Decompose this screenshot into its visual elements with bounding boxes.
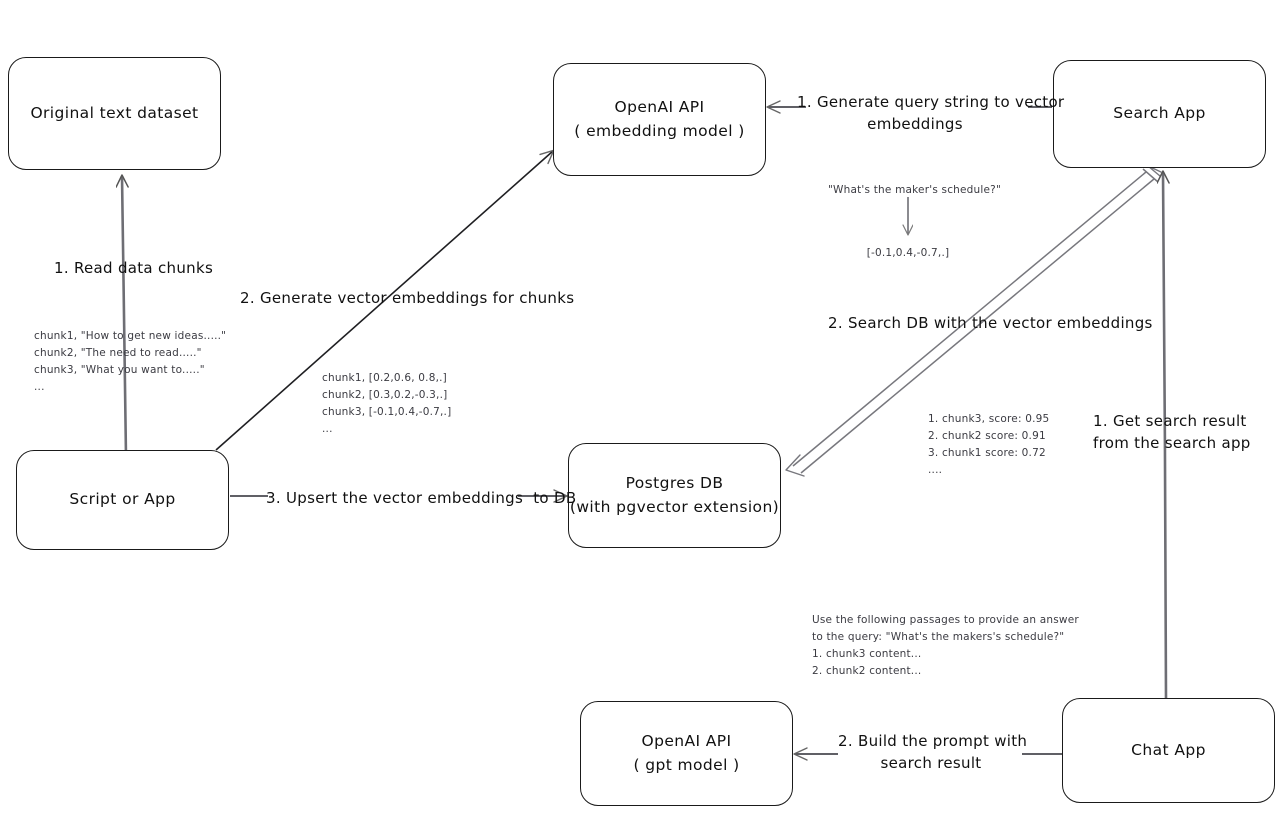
note-chunk-embeddings: chunk1, [0.2,0.6, 0.8,.] chunk2, [0.3,0.… <box>322 372 452 435</box>
note-search-results: 1. chunk3, score: 0.95 2. chunk2 score: … <box>928 413 1050 476</box>
node-label-line2: ( gpt model ) <box>633 755 740 774</box>
note-query-embedding: [-0.1,0.4,-0.7,.] <box>866 247 950 259</box>
node-label-line1: Postgres DB <box>625 474 724 493</box>
node-openai-embedding-model[interactable]: OpenAI API ( embedding model ) <box>553 63 766 176</box>
node-openai-gpt-model[interactable]: OpenAI API ( gpt model ) <box>580 701 793 806</box>
edge-label-generate-query-embeddings: 1. Generate query string to vector embed… <box>797 93 1065 133</box>
edge-label-search-db: 2. Search DB with the vector embeddings <box>828 314 1153 332</box>
edge-label-upsert-embeddings: 3. Upsert the vector embeddings to DB <box>266 489 577 507</box>
node-label-line1: OpenAI API <box>641 732 732 751</box>
node-label-line2: (with pgvector extension) <box>569 497 780 516</box>
node-label-line2: ( embedding model ) <box>574 121 745 140</box>
edge-label-read-data-chunks: 1. Read data chunks <box>54 259 214 277</box>
edge-label-build-prompt: 2. Build the prompt with search result <box>838 732 1028 772</box>
note-source-chunks: chunk1, "How to get new ideas....." chun… <box>34 330 227 393</box>
node-search-app[interactable]: Search App <box>1053 60 1266 168</box>
node-label-line1: OpenAI API <box>614 98 705 117</box>
note-query-string: "What's the maker's schedule?" <box>828 184 1001 196</box>
node-postgres-db[interactable]: Postgres DB (with pgvector extension) <box>568 443 781 548</box>
node-original-text-dataset[interactable]: Original text dataset <box>8 57 221 170</box>
edge-label-generate-vector-embeddings: 2. Generate vector embeddings for chunks <box>240 289 575 307</box>
node-label-line1: Chat App <box>1131 740 1206 759</box>
edge-label-get-search-result: 1. Get search result from the search app <box>1093 412 1251 452</box>
node-label-line1: Search App <box>1113 104 1206 123</box>
node-chat-app[interactable]: Chat App <box>1062 698 1275 803</box>
node-script-or-app[interactable]: Script or App <box>16 450 229 550</box>
note-prompt-text: Use the following passages to provide an… <box>812 614 1079 677</box>
node-label-line1: Script or App <box>69 490 176 509</box>
node-label-line1: Original text dataset <box>30 103 199 122</box>
edge-read-data-chunks <box>122 176 126 458</box>
